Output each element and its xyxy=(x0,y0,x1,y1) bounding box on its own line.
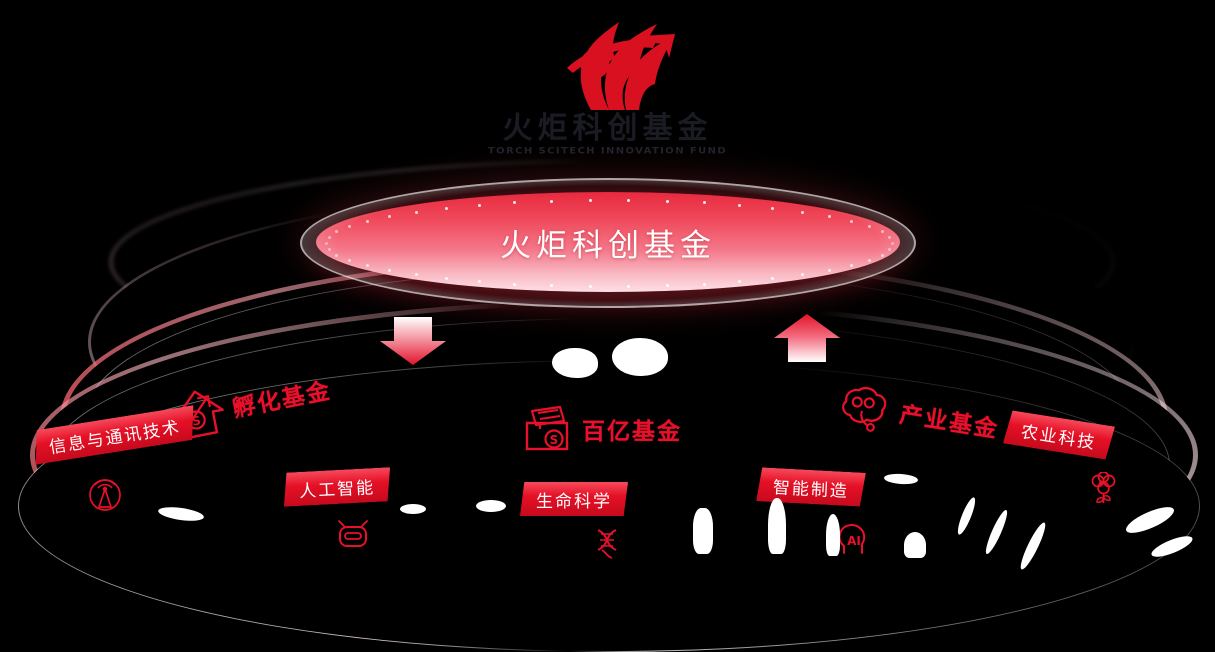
arrow-down-icon xyxy=(380,317,446,365)
disc-speck xyxy=(588,199,592,203)
decor-blob xyxy=(1122,502,1178,538)
sector-banner-life[interactable]: 生命科学 xyxy=(520,482,628,516)
decor-blob xyxy=(157,504,205,524)
disc-speck xyxy=(335,253,339,257)
disc-speck xyxy=(702,282,706,286)
disc-speck xyxy=(801,273,805,277)
disc-speck xyxy=(880,230,884,234)
disc-speck xyxy=(444,206,448,210)
infographic-canvas: 火炬科创基金 TORCH SCITECH INNOVATION FUND 火炬科… xyxy=(0,0,1215,610)
decor-blob xyxy=(476,500,506,512)
disc-speck xyxy=(335,230,339,234)
decor-blob xyxy=(552,348,598,378)
disc-speck xyxy=(771,206,775,210)
flower-plant-icon xyxy=(1091,472,1116,503)
disc-speck xyxy=(827,269,831,273)
svg-text:AI: AI xyxy=(847,534,861,548)
disc-speck xyxy=(513,282,517,286)
fund-incubation-label: 孵化基金 xyxy=(230,377,334,423)
decor-blob xyxy=(904,532,926,558)
fund-industry-label: 产业基金 xyxy=(897,401,1001,444)
sector-banner-agri[interactable]: 农业科技 xyxy=(1003,410,1115,460)
svg-text:S: S xyxy=(550,433,559,447)
disc-speck xyxy=(771,277,775,281)
disc-speck xyxy=(891,242,894,245)
decor-blob xyxy=(954,495,979,537)
brand-logo: 火炬科创基金 TORCH SCITECH INNOVATION FUND xyxy=(0,18,1215,158)
disc-speck xyxy=(849,264,853,268)
disc-speck xyxy=(849,219,853,223)
disc-speck xyxy=(827,214,831,218)
sector-banner-ict[interactable]: 信息与通讯技术 xyxy=(30,405,198,464)
sector-banner-mfg[interactable]: 智能制造 xyxy=(756,467,866,507)
sector-banner-ai[interactable]: 人工智能 xyxy=(282,467,392,507)
disc-speck xyxy=(366,219,370,223)
sector-ai-label: 人工智能 xyxy=(298,477,376,502)
disc-speck xyxy=(388,269,392,273)
disc-speck xyxy=(801,210,805,214)
disc-speck xyxy=(550,199,554,203)
disc-speck xyxy=(477,203,481,207)
disc-speck xyxy=(867,224,871,228)
arrow-up-icon xyxy=(774,314,840,362)
decor-blob xyxy=(693,508,713,554)
sector-agri-label: 农业科技 xyxy=(1019,421,1098,454)
core-platform-disc xyxy=(316,192,900,292)
torch-flame-arrow-icon xyxy=(566,22,675,110)
decor-blob xyxy=(768,498,786,554)
disc-speck xyxy=(738,280,742,284)
logo-title-cn: 火炬科创基金 xyxy=(502,111,713,146)
fund-hundred-billion-label: 百亿基金 xyxy=(582,419,682,445)
disc-speck xyxy=(414,210,418,214)
disc-speck xyxy=(665,284,669,288)
ai-head-icon: AI xyxy=(838,524,866,554)
disc-speck xyxy=(702,201,706,205)
orbit-ring-thin-2 xyxy=(48,318,1170,612)
disc-speck xyxy=(348,224,352,228)
decor-blob xyxy=(612,338,668,376)
disc-speck xyxy=(327,236,331,240)
disc-speck xyxy=(327,247,331,251)
sector-mfg-label: 智能制造 xyxy=(772,477,850,502)
logo-title-en: TORCH SCITECH INNOVATION FUND xyxy=(487,146,728,157)
brain-icon xyxy=(841,387,887,432)
disc-speck xyxy=(627,284,631,288)
dna-helix-icon xyxy=(597,529,617,559)
disc-speck xyxy=(550,284,554,288)
disc-speck xyxy=(444,277,448,281)
disc-speck xyxy=(665,199,669,203)
decor-blob xyxy=(400,504,426,514)
decor-blob xyxy=(1017,520,1049,572)
decor-blob xyxy=(883,472,919,486)
fund-hundred-billion[interactable]: S 百亿基金 xyxy=(524,405,682,453)
fund-industry[interactable]: 产业基金 xyxy=(837,378,1003,452)
fund-incubation[interactable]: S 孵化基金 xyxy=(169,363,336,443)
disc-speck xyxy=(325,242,328,245)
disc-speck xyxy=(867,259,871,263)
disc-speck xyxy=(477,280,481,284)
disc-speck xyxy=(366,264,370,268)
disc-speck xyxy=(880,253,884,257)
disc-speck xyxy=(888,247,892,251)
sector-ict-label: 信息与通讯技术 xyxy=(47,417,183,458)
disc-speck xyxy=(888,236,892,240)
sector-life-label: 生命科学 xyxy=(536,491,612,512)
disc-speck xyxy=(738,203,742,207)
disc-speck xyxy=(388,214,392,218)
core-platform-label: 火炬科创基金 xyxy=(500,227,716,264)
svg-text:S: S xyxy=(191,413,202,428)
orbit-ring-bottom xyxy=(30,300,1198,610)
disc-speck xyxy=(588,284,592,288)
disc-speck xyxy=(414,273,418,277)
disc-speck xyxy=(348,259,352,263)
decor-blob xyxy=(1149,532,1195,561)
wallet-dollar-icon: S xyxy=(525,405,569,451)
decor-blob xyxy=(982,508,1011,556)
disc-speck xyxy=(627,199,631,203)
robot-head-icon xyxy=(338,520,368,547)
disc-speck xyxy=(513,201,517,205)
signal-tower-icon xyxy=(89,479,121,511)
